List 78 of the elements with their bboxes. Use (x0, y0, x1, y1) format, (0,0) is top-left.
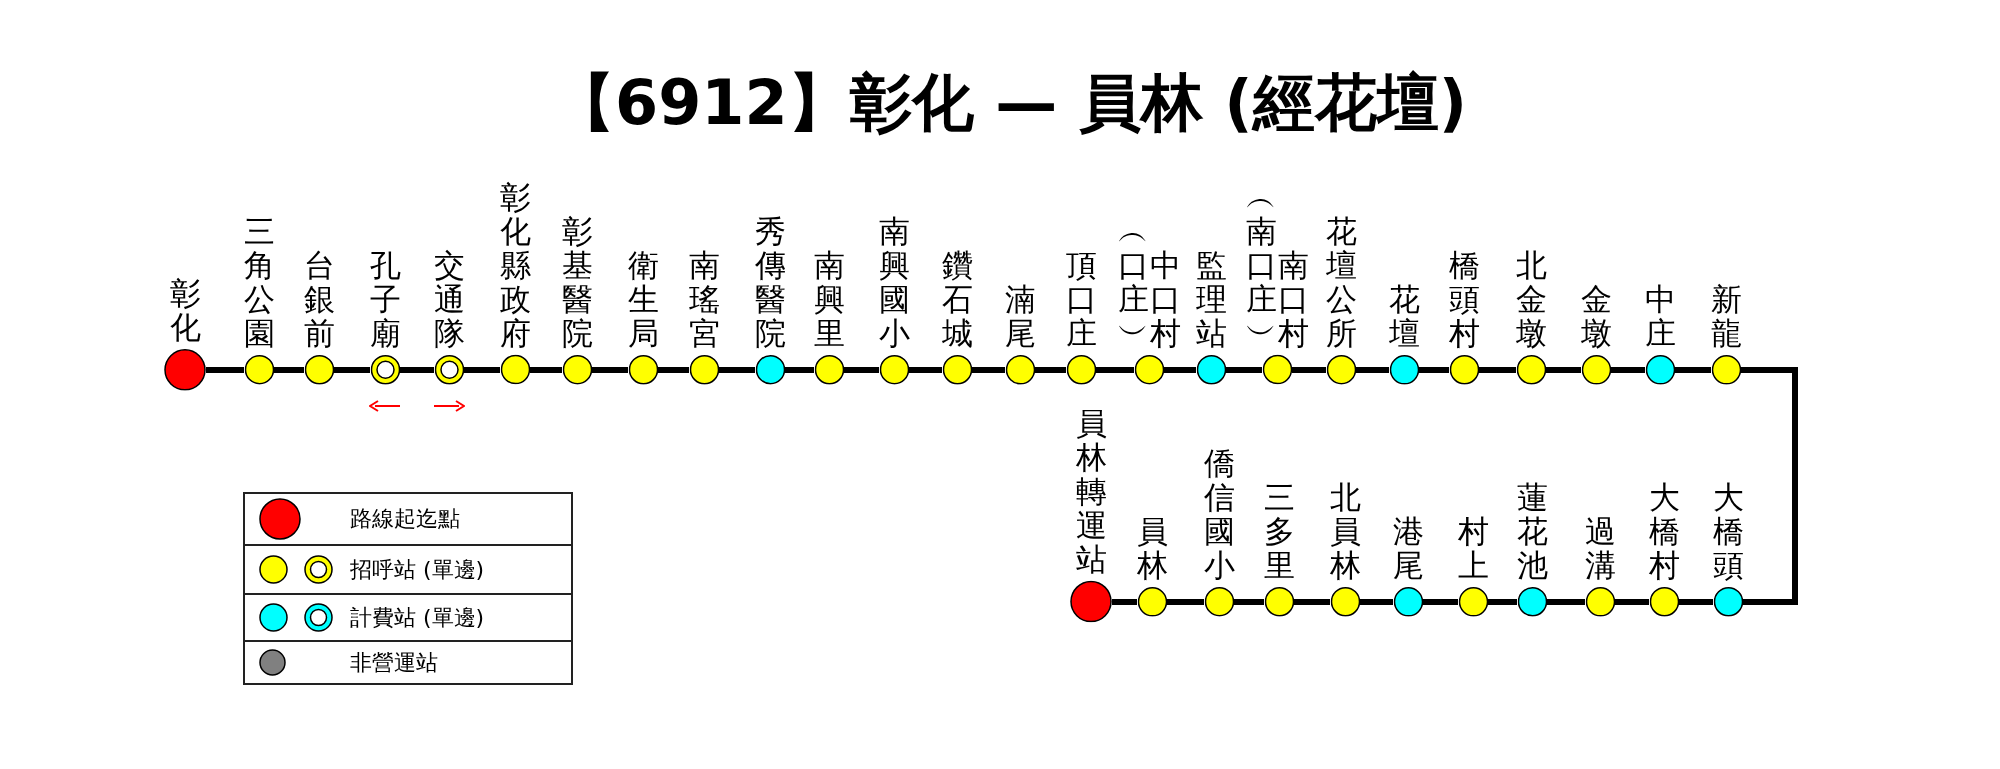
route-line (1164, 367, 1196, 373)
route-line (972, 367, 1005, 373)
route-line (1546, 367, 1581, 373)
station-name: 監理站 (1195, 247, 1227, 350)
legend-label: 招呼站 (單邊) (350, 555, 485, 584)
route-line (1167, 599, 1204, 605)
station-name: 員林轉運站 (1075, 405, 1107, 576)
route-line (1547, 599, 1585, 605)
station-name: 過溝 (1584, 513, 1616, 582)
station-name: 北金墩 (1515, 247, 1547, 350)
station-name: 大橋村 (1648, 479, 1680, 582)
route-line (274, 367, 304, 373)
station-name: 花壇 (1388, 281, 1420, 350)
station-name: 南口村 (1277, 247, 1309, 350)
station-name: 僑信國小 (1203, 445, 1235, 582)
station-name: 衛生局 (627, 247, 659, 350)
route-line (1419, 367, 1449, 373)
route-line (1423, 599, 1458, 605)
station-name: 孔子廟 (369, 247, 401, 350)
route-line (1292, 367, 1326, 373)
route-line (1479, 367, 1516, 373)
route-line (592, 367, 628, 373)
station-alias: ︵口庄︶ (1117, 213, 1149, 350)
route-line (1226, 367, 1262, 373)
route-line (719, 367, 755, 373)
route-line (334, 367, 370, 373)
station-name: 花壇公所 (1325, 213, 1357, 350)
station-name: 彰化 (169, 275, 201, 344)
route-line (1234, 599, 1264, 605)
station-name: 中庄 (1644, 281, 1676, 350)
route-line (1112, 599, 1137, 605)
route-line (785, 367, 814, 373)
station-name: 蓮花池 (1516, 479, 1548, 582)
station-name: 三多里 (1263, 479, 1295, 582)
route-line (400, 367, 434, 373)
station-name: 橋頭村 (1448, 247, 1480, 350)
route-line (1741, 367, 1798, 605)
route-title: 【6912】彰化 — 員林 (經花壇) (553, 66, 1467, 141)
route-line (1675, 367, 1711, 373)
route-line (1488, 599, 1517, 605)
route-line (1035, 367, 1066, 373)
station-name: 三角公園 (243, 213, 275, 350)
station-name: 台銀前 (303, 247, 335, 350)
station-name: 南興里 (813, 247, 845, 350)
station-name: 鑽石城 (941, 247, 973, 350)
station-alias: ︵南口庄︶ (1245, 179, 1277, 350)
route-line (206, 367, 244, 373)
route-line (1294, 599, 1330, 605)
station-name: 新龍 (1710, 281, 1742, 350)
station-name: 員林 (1136, 513, 1168, 582)
station-name: 彰化縣政府 (499, 179, 531, 350)
station-name: 北員林 (1329, 479, 1361, 582)
station-name: 交通隊 (433, 247, 465, 350)
route-line (1356, 367, 1389, 373)
legend-label: 路線起迄點 (350, 505, 460, 533)
station-name: 彰基醫院 (561, 213, 593, 350)
route-line (1615, 599, 1649, 605)
station-name: 頂口庄 (1065, 247, 1097, 350)
station-name: 秀傳醫院 (754, 213, 786, 350)
station-name: 村上 (1457, 513, 1489, 582)
station-name: 金墩 (1580, 281, 1612, 350)
station-name: 大橋頭 (1712, 479, 1744, 582)
route-line (844, 367, 879, 373)
legend-label: 計費站 (單邊) (350, 603, 485, 632)
route-line (1611, 367, 1645, 373)
legend-label: 非營運站 (350, 648, 438, 677)
station-name: 南興國小 (878, 213, 910, 350)
route-line (530, 367, 562, 373)
route-line (909, 367, 942, 373)
station-name: 湳尾 (1004, 281, 1036, 350)
station-name: 港尾 (1392, 513, 1424, 582)
route-line (1096, 367, 1134, 373)
route-line (464, 367, 500, 373)
route-line (1360, 599, 1393, 605)
route-line (1679, 599, 1713, 605)
route-line (658, 367, 689, 373)
station-name: 南瑤宮 (688, 247, 720, 350)
station-name: 中口村 (1149, 247, 1181, 350)
